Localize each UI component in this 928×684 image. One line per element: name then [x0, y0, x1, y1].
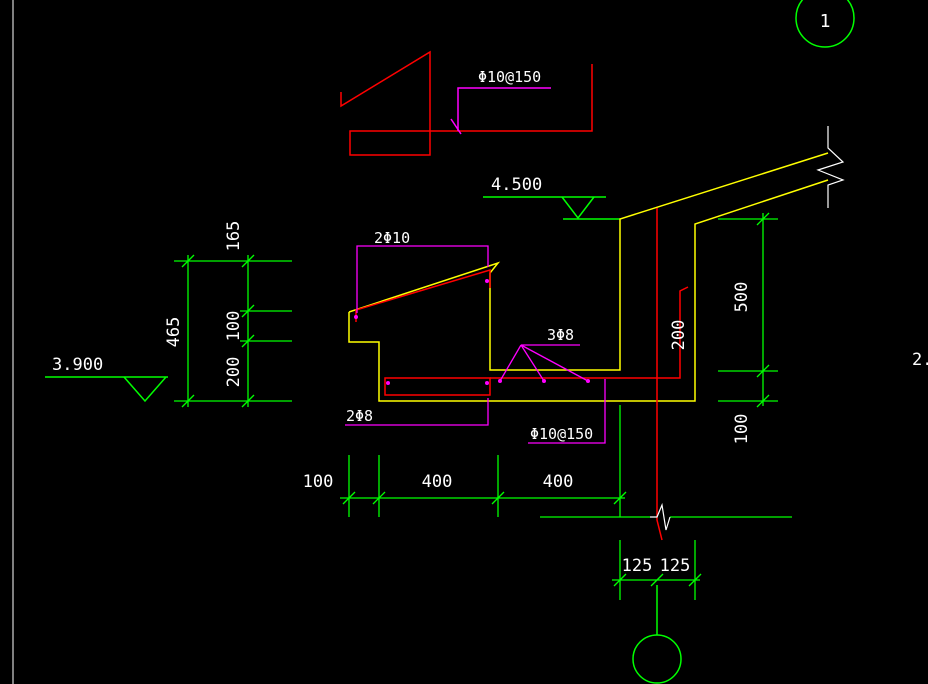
elevation-mark-top: 4.500: [483, 175, 620, 220]
break-line-bottom: [650, 502, 671, 531]
partial-right-label: 2.: [912, 350, 928, 370]
rebar-label-bottom-bars: 2Φ8: [346, 407, 373, 425]
section-rebar: [354, 208, 689, 541]
dim-wall-inner: 200: [669, 320, 689, 351]
dimension-right-stack: [718, 212, 778, 408]
dimension-bottom-row: [340, 405, 792, 518]
dim-right-upper: 500: [732, 282, 752, 313]
leader-phi10-150: [528, 379, 606, 444]
dim-bottom-c: 400: [543, 472, 574, 492]
rebar-bottom-stirrup: [384, 377, 491, 396]
rebar-leaders: 2Φ10 3Φ8 2Φ8 Φ10@150: [345, 229, 606, 444]
rebar-hook-bar: [458, 64, 593, 132]
dim-left-bottom: 200: [224, 357, 244, 388]
dimension-left-stack: [174, 254, 292, 408]
dim-bottom-a: 100: [303, 472, 334, 492]
rebar-label-bottom-stirrup: Φ10@150: [530, 425, 593, 443]
break-line-right: [816, 126, 845, 208]
gutter-bottom-outline: [348, 179, 829, 402]
rebar-bent-bar: [340, 50, 458, 156]
axis-bubble-top: 1: [795, 0, 855, 48]
leader-2phi8: [345, 398, 489, 426]
dim-right-lower: 100: [732, 414, 752, 445]
rebar-label-top-detail: Φ10@150: [478, 68, 541, 86]
dim-left-top: 165: [224, 221, 244, 252]
dim-left-middle: 100: [224, 311, 244, 342]
rebar-leader-tick: [450, 118, 462, 135]
dim-left-overall: 465: [164, 317, 184, 348]
rebar-top-slope: [355, 268, 491, 322]
rebar-leader-top: [457, 87, 551, 131]
gutter-top-outline: [348, 152, 829, 371]
elevation-label-left: 3.900: [52, 355, 103, 375]
rebar-label-top-bars: 2Φ10: [374, 229, 410, 247]
axis-label-top: 1: [820, 11, 831, 32]
elevation-mark-left: 3.900: [45, 355, 168, 403]
axis-bubble-bottom: [632, 585, 682, 684]
dimension-axis-split: [612, 540, 702, 600]
axis-circle-top: [795, 0, 855, 48]
rebar-wall-bar: [490, 286, 689, 379]
rebar-label-mid-bars: 3Φ8: [547, 326, 574, 344]
dim-bottom-b: 400: [422, 472, 453, 492]
elevation-label-top: 4.500: [491, 175, 542, 195]
axis-circle-bottom: [632, 634, 682, 684]
axis-centre-line: [656, 208, 663, 541]
rebar-detail-top: Φ10@150: [340, 50, 593, 156]
leader-2phi10: [356, 245, 489, 313]
dim-axis-left: 125: [622, 556, 653, 576]
dim-axis-right: 125: [660, 556, 691, 576]
concrete-section: [348, 126, 845, 402]
